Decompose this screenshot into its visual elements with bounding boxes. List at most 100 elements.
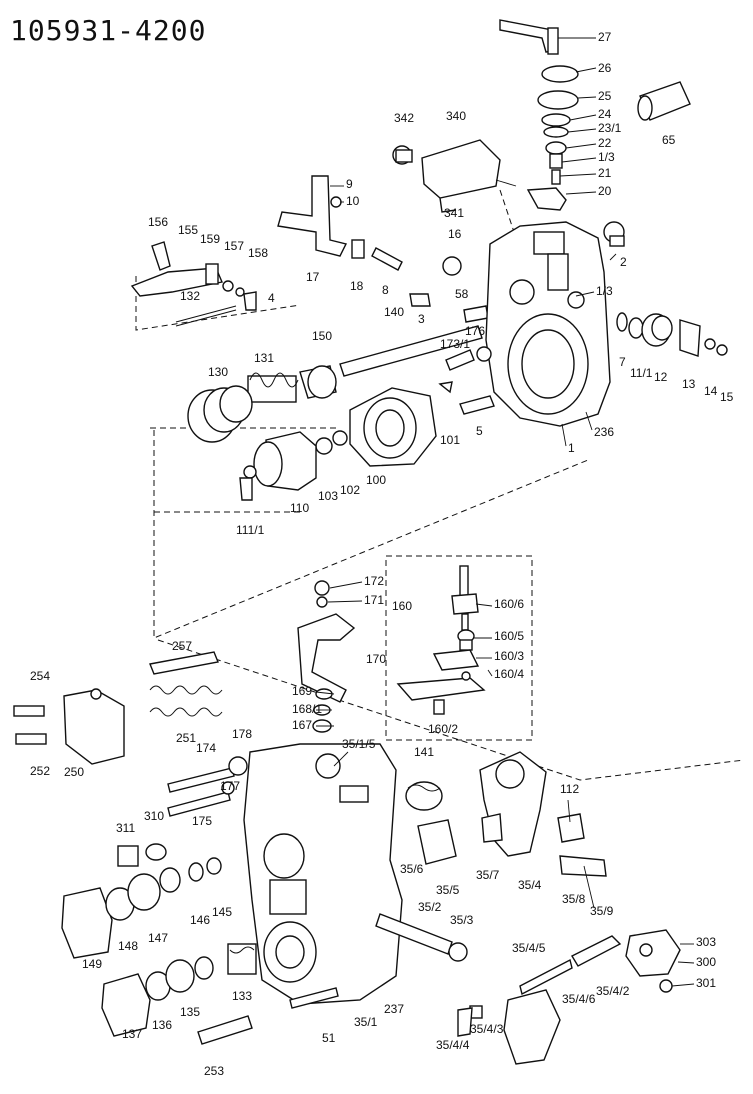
part-label: 237 xyxy=(384,1002,404,1016)
part-label: 35/4/4 xyxy=(436,1038,470,1052)
part-label: 12 xyxy=(654,370,668,384)
part-label: 172 xyxy=(364,574,384,588)
part-label: 173/1 xyxy=(440,337,470,351)
part-label: 174 xyxy=(196,741,216,755)
bolts-5-101 xyxy=(438,346,495,415)
part-label: 159 xyxy=(200,232,220,246)
part-label: 257 xyxy=(172,639,192,653)
part-label: 137 xyxy=(122,1027,142,1041)
sleeve-part-65 xyxy=(637,81,691,121)
part-label: 23/1 xyxy=(598,121,622,135)
sub-parts-35-4 xyxy=(457,935,622,1065)
part-label: 252 xyxy=(30,764,50,778)
spring-130 xyxy=(187,385,253,443)
lever-bracket-155 xyxy=(130,241,257,327)
part-label: 300 xyxy=(696,955,716,969)
part-label: 170 xyxy=(366,652,386,666)
part-label: 171 xyxy=(364,593,384,607)
part-label: 51 xyxy=(322,1031,336,1045)
part-label: 8 xyxy=(382,283,389,297)
part-label: 35/6 xyxy=(400,862,424,876)
part-label: 3 xyxy=(418,312,425,326)
diagram-title: 105931-4200 xyxy=(10,14,207,47)
part-label: 175 xyxy=(192,814,212,828)
cam-disk-100 xyxy=(349,387,437,467)
bracket-250 xyxy=(13,688,125,765)
part-label: 145 xyxy=(212,905,232,919)
part-label: 35/4 xyxy=(518,878,542,892)
part-label: 35/5 xyxy=(436,883,460,897)
part-label: 101 xyxy=(440,433,460,447)
part-label: 35/4/2 xyxy=(596,984,630,998)
part-label: 301 xyxy=(696,976,716,990)
part-label: 140 xyxy=(384,305,404,319)
part-label: 133 xyxy=(232,989,252,1003)
control-lever-stack xyxy=(499,19,579,211)
part-label: 25 xyxy=(598,89,612,103)
part-label: 176 xyxy=(465,324,485,338)
part-label: 21 xyxy=(598,166,612,180)
part-label: 160/3 xyxy=(494,649,524,663)
sub-parts-300-303 xyxy=(625,929,681,993)
part-label: 35/4/6 xyxy=(562,992,596,1006)
part-label: 13 xyxy=(682,377,696,391)
part-label: 100 xyxy=(366,473,386,487)
part-label: 58 xyxy=(455,287,469,301)
part-label: 14 xyxy=(704,384,718,398)
part-label: 157 xyxy=(224,239,244,253)
small-fasteners xyxy=(409,221,625,323)
part-label: 160/2 xyxy=(428,722,458,736)
part-label: 1 xyxy=(568,441,575,455)
part-label: 7 xyxy=(619,355,626,369)
springs-251-257 xyxy=(149,651,223,717)
part-label: 236 xyxy=(594,425,614,439)
part-label: 167 xyxy=(292,718,312,732)
part-label: 310 xyxy=(144,809,164,823)
part-label: 160/6 xyxy=(494,597,524,611)
part-label: 35/7 xyxy=(476,868,500,882)
part-label: 2 xyxy=(620,255,627,269)
part-label: 340 xyxy=(446,109,466,123)
part-label: 35/4/5 xyxy=(512,941,546,955)
part-label: 251 xyxy=(176,731,196,745)
part-label: 148 xyxy=(118,939,138,953)
leader-lines xyxy=(315,37,695,987)
pump-housing-upper xyxy=(485,221,611,427)
part-label: 22 xyxy=(598,136,612,150)
plug-stack-133-137 xyxy=(101,943,257,1045)
part-label: 35/2 xyxy=(418,900,442,914)
part-label: 169 xyxy=(292,684,312,698)
part-label: 27 xyxy=(598,30,612,44)
part-label: 160/4 xyxy=(494,667,524,681)
part-label: 20 xyxy=(598,184,612,198)
part-label: 311 xyxy=(116,821,135,835)
part-label: 1/3 xyxy=(598,150,615,164)
part-label: 111/1 xyxy=(236,523,265,537)
part-label: 158 xyxy=(248,246,268,260)
part-label: 149 xyxy=(82,957,102,971)
lever-9-17 xyxy=(277,175,348,257)
part-label: 35/4/3 xyxy=(470,1022,504,1036)
governor-assembly-160 xyxy=(396,565,486,715)
part-label: 24 xyxy=(598,107,612,121)
part-label: 155 xyxy=(178,223,198,237)
spring-131 xyxy=(247,372,299,403)
part-label: 35/9 xyxy=(590,904,614,918)
part-label: 341 xyxy=(444,206,464,220)
part-label: 177 xyxy=(220,779,240,793)
part-label: 26 xyxy=(598,61,612,75)
part-label: 130 xyxy=(208,365,228,379)
coupling-110 xyxy=(239,431,317,501)
part-label: 168/1 xyxy=(292,702,322,716)
part-label: 146 xyxy=(190,913,210,927)
part-label: 136 xyxy=(152,1018,172,1032)
rollers-102-103 xyxy=(315,430,348,455)
part-label: 250 xyxy=(64,765,84,779)
part-label: 112 xyxy=(560,782,579,796)
part-label: 253 xyxy=(204,1064,224,1078)
governor-lever-35-4 xyxy=(405,751,607,877)
part-label: 178 xyxy=(232,727,252,741)
part-label: 18 xyxy=(350,279,364,293)
timer-parts-7-15 xyxy=(616,312,728,357)
